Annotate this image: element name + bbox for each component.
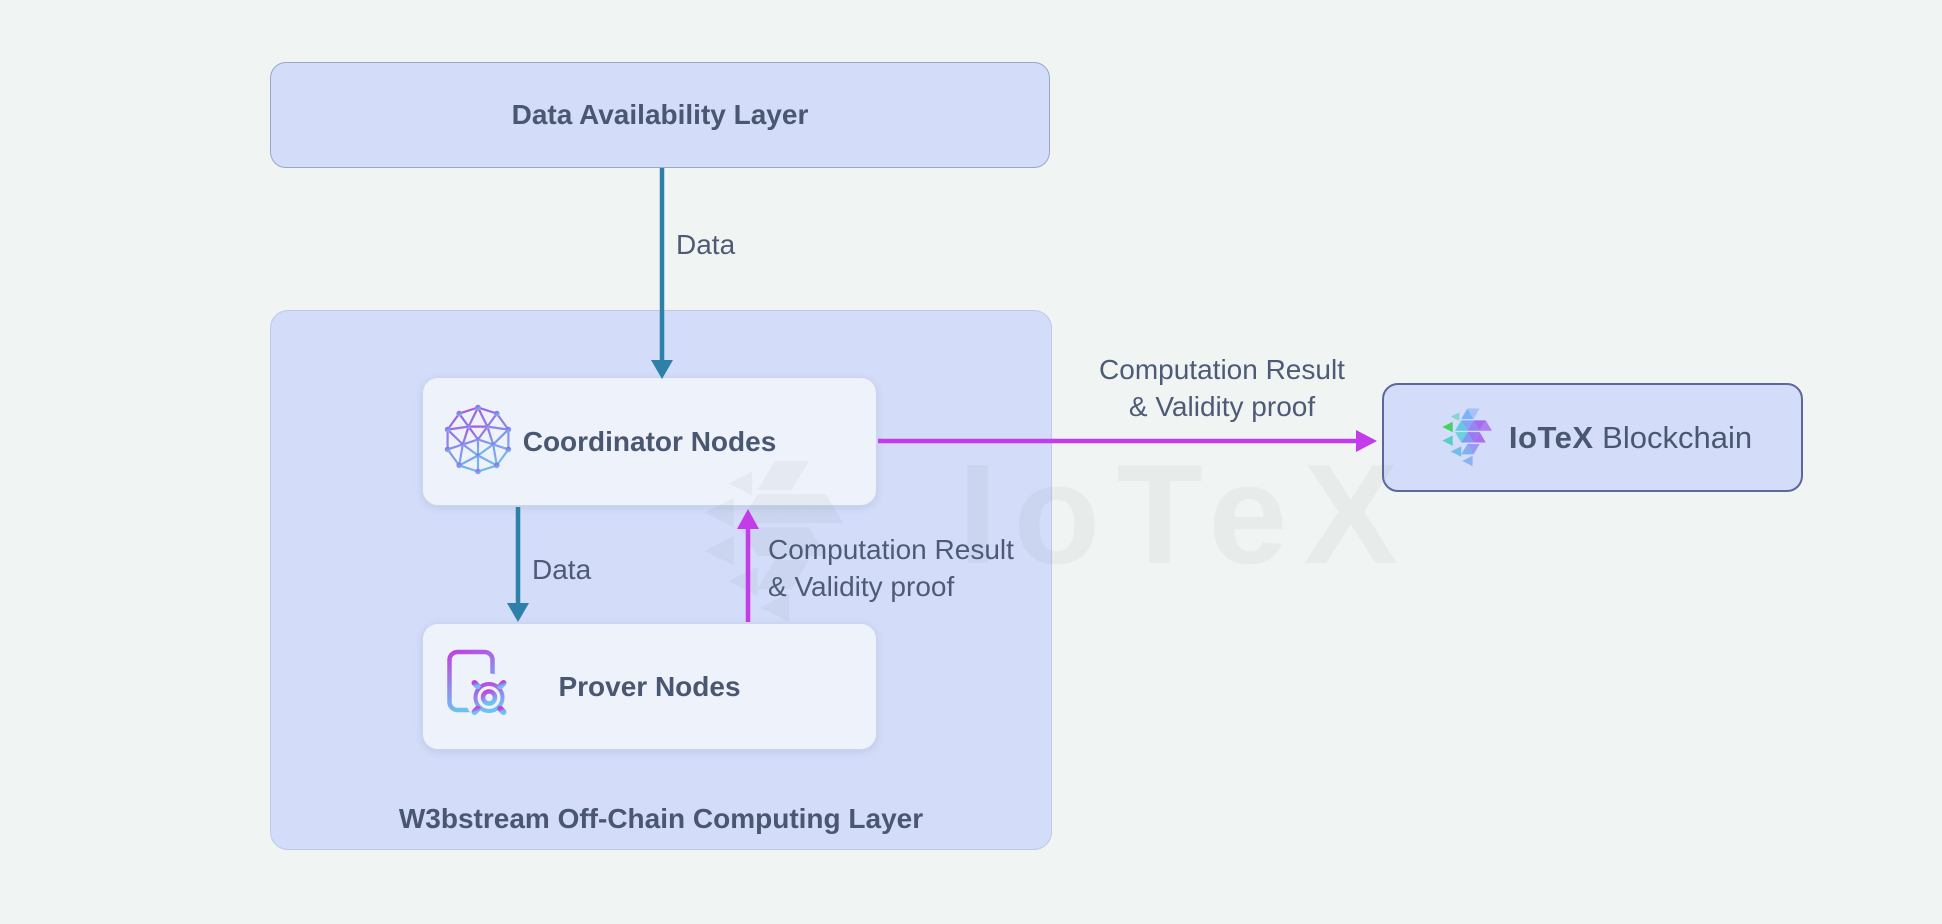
edge-label-data-top: Data (676, 229, 736, 260)
edge-label-computation-right: Computation Result & Validity proof (1057, 351, 1387, 425)
iotex-blockchain-label: IoTeX Blockchain (1509, 420, 1752, 456)
prover-nodes-box: Prover Nodes (422, 623, 877, 750)
w3bstream-layer-label: W3bstream Off-Chain Computing Layer (398, 803, 924, 834)
edge-label-line: Computation Result (768, 534, 1014, 565)
edge-label-data-mid: Data (532, 554, 592, 585)
edge-label-computation-center: Computation Result & Validity proof (768, 531, 1014, 605)
data-availability-layer-box: Data Availability Layer (270, 62, 1050, 168)
edge-label-line: Computation Result (1099, 354, 1345, 385)
mesh-network-icon (443, 404, 513, 479)
iotex-blockchain-text: Blockchain (1602, 419, 1753, 455)
iotex-brand-text: IoTeX (1508, 419, 1594, 455)
prover-nodes-label: Prover Nodes (558, 670, 741, 702)
coordinator-nodes-label: Coordinator Nodes (522, 425, 777, 457)
iotex-logo (1433, 401, 1497, 474)
data-availability-layer-label: Data Availability Layer (511, 99, 809, 130)
document-gear-icon (443, 649, 513, 724)
edge-label-line: & Validity proof (768, 571, 955, 602)
edge-label-line: & Validity proof (1128, 391, 1316, 422)
iotex-blockchain-box: IoTeX Blockchain (1382, 383, 1803, 492)
coordinator-nodes-box: Coordinator Nodes (422, 377, 877, 506)
